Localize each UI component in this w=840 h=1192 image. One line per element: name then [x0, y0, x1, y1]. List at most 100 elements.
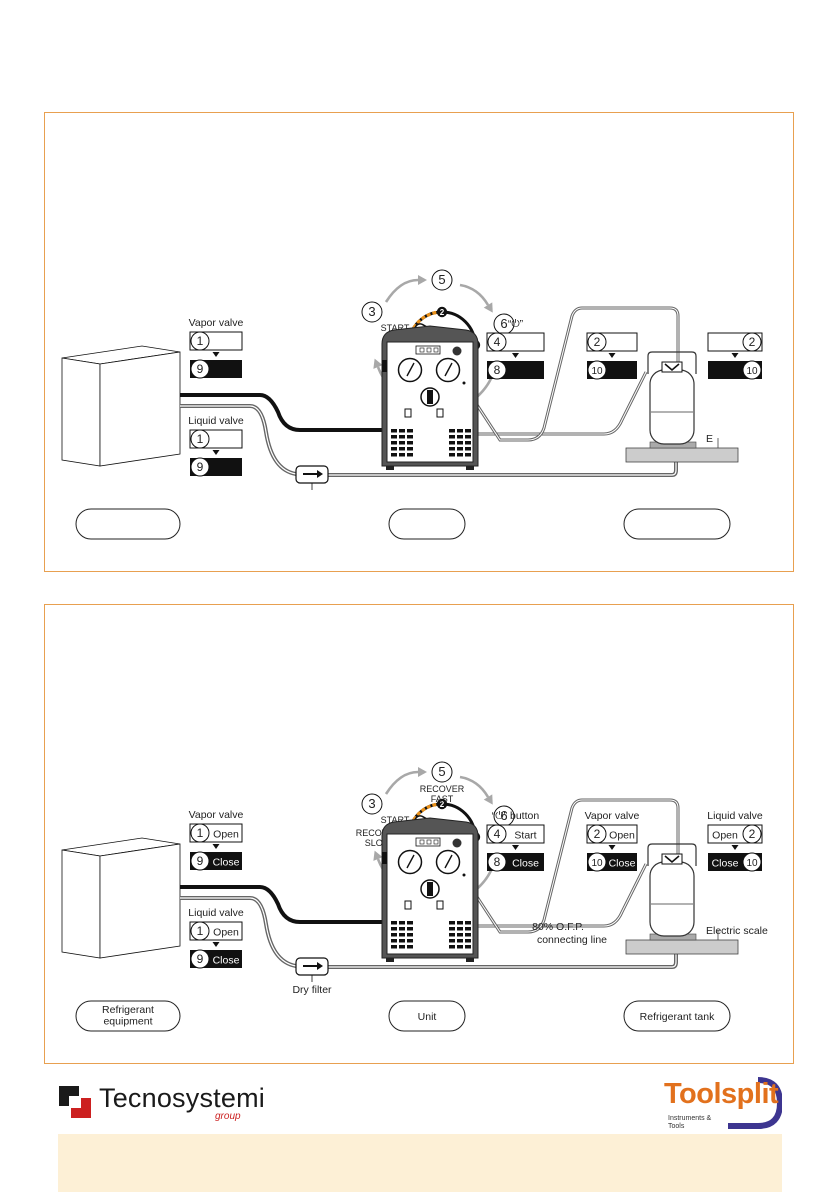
panel-top-unit-vent-left [399, 441, 405, 445]
panel-top-tank-body [649, 369, 695, 445]
panel-bottom-unit-vent-left [399, 933, 405, 937]
panel-top-unit-vent-left [391, 429, 397, 433]
panel-bottom-equipment-liquid-valve-close-step-circle [190, 949, 210, 969]
panel-top-unit-inlet-port [404, 408, 412, 418]
panel-top-tank-liquid-valve-close-step-number: 10 [746, 366, 758, 377]
panel-bottom-dial-step-top-number: 5 [438, 764, 445, 779]
panel-top-unit-power-button[interactable] [452, 346, 462, 356]
panel-bottom-tank-liquid-valve-arrow-icon [731, 845, 739, 850]
panel-top-unit-vent-right [465, 453, 471, 457]
panel-bottom-unit-vent-left [399, 939, 405, 943]
panel-top-electric-scale [625, 447, 739, 463]
panel-bottom-unit-screw [462, 873, 466, 877]
panel-top-tank-valve-icon[interactable] [664, 363, 680, 372]
panel-top-unit-vent-left [391, 441, 397, 445]
panel-bottom-unit-vent-right [449, 921, 455, 925]
panel-top-unit-to-tank-hose-inner [439, 371, 647, 435]
panel-bottom-equipment-left-face [61, 849, 101, 959]
panel-top-unit-vent-left [399, 447, 405, 451]
panel-top-equipment-front-face [99, 351, 181, 467]
panel-top-unit-vent-left [391, 435, 397, 439]
panel-bottom-unit-vent-right [465, 921, 471, 925]
panel-top-equipment-vapor-valve-close-step-circle [190, 359, 210, 379]
panel-bottom-line-label-2: connecting line [537, 934, 607, 946]
panel-top-tank-valve-body [661, 361, 683, 373]
panel-bottom-label-unit-pill [388, 1000, 466, 1032]
panel-bottom-tank-vapor-valve-arrow-icon [608, 845, 616, 850]
panel-bottom-unit-foot-left [386, 958, 394, 962]
panel-bottom-unit-vent-right [449, 939, 455, 943]
panel-bottom-dial-step-right-number: 6 [500, 808, 507, 823]
panel-top-dial-step-right-number: 6 [500, 316, 507, 331]
panel-top-unit-led-2 [433, 347, 439, 353]
toolsplit-tagline: Instruments & Tools [668, 1115, 712, 1130]
panel-bottom-unit-power-button[interactable] [452, 838, 462, 848]
panel-bottom-unit-vent-right [449, 933, 455, 937]
panel-top-unit-vent-right [449, 447, 455, 451]
panel-top-liquid-hose-inner [180, 405, 297, 475]
panel-bottom-equipment-liquid-valve-open-label: Open [213, 927, 239, 939]
panel-bottom-unit-vent-right [457, 921, 463, 925]
panel-bottom-unit-led-2 [433, 839, 439, 845]
panel-bottom-unit-vent-left [399, 921, 405, 925]
panel-bottom-dial-step-left-circle [361, 793, 383, 815]
panel-top-unit-screw [462, 381, 466, 385]
panel-top-dial-arrowhead-icon-1 [483, 302, 493, 313]
tecnosystemi-wordmark: Tecnosystemi [99, 1083, 265, 1113]
panel-top-unit-foot-right [466, 466, 474, 470]
panel-bottom-unit-power-open-step-number: 4 [494, 827, 501, 841]
panel-top-equipment-vapor-valve-close-step-number: 9 [197, 362, 204, 376]
panel-bottom-tank-liquid-valve-open-label: Open [712, 830, 738, 842]
panel-bottom-unit-side-tab [382, 852, 387, 864]
panel-top-dial-step-left-number: 3 [368, 304, 375, 319]
panel-bottom-tank-valve-icon[interactable] [664, 855, 680, 864]
panel-top-unit-led-1 [426, 347, 432, 353]
panel-bottom-dial-step-left-number: 3 [368, 796, 375, 811]
panel-bottom-tank-vapor-valve-open-label: Open [609, 830, 635, 842]
panel-bottom-liquid-hose-inner [180, 897, 297, 967]
panel-bottom-dial-position-dot-0 [436, 798, 448, 810]
panel-top-equipment-vapor-valve-open-step-number: 1 [197, 334, 204, 348]
panel-bottom-equipment-vapor-valve-close-label: Close [213, 857, 240, 869]
panel-bottom-unit-vent-right [465, 927, 471, 931]
panel-bottom-unit-vent-left [391, 933, 397, 937]
panel-top-unit-vent-right [449, 453, 455, 457]
panel-bottom-diagram: 21305673STARTOFFRECOVERFASTPURGERECOVERS… [61, 761, 768, 1032]
panel-bottom-tank-liquid-valve-open-step-circle [742, 824, 762, 844]
procedure-panel-top [44, 112, 794, 572]
panel-bottom-equipment-vapor-valve-close-step-circle [190, 851, 210, 871]
panel-bottom-unit-vent-right [465, 933, 471, 937]
panel-top-unit-vent-left [407, 435, 413, 439]
panel-bottom-tank-liquid-valve-close-step-circle [742, 852, 762, 872]
panel-bottom-tank-liquid-hose-inner [328, 866, 677, 968]
panel-bottom-equipment-vapor-valve-title: Vapor valve [189, 809, 244, 821]
panel-bottom-unit-to-tank-hose-inner [439, 863, 647, 927]
panel-bottom-vapor-hose [180, 885, 410, 924]
panel-bottom-unit-knob-grip [427, 882, 433, 896]
panel-bottom-unit-vent-left [391, 921, 397, 925]
panel-bottom-tank-body [649, 861, 695, 937]
panel-bottom-unit-vent-left [391, 939, 397, 943]
panel-bottom-equipment-vapor-valve-open-step-circle [190, 823, 210, 843]
panel-top-unit-power-open-step-circle [487, 332, 507, 352]
panel-bottom-unit-led-0 [419, 839, 425, 845]
panel-top-tank-liquid-valve-arrow-icon [731, 353, 739, 358]
panel-bottom-unit-led-1 [426, 839, 432, 845]
panel-top-tank-liquid-valve-open-step-number: 2 [749, 335, 756, 349]
panel-bottom-tank-liquid-hose-outer [328, 866, 678, 969]
panel-top-unit-vent-right [465, 441, 471, 445]
footer-band [58, 1134, 782, 1192]
panel-top-equipment-vapor-valve-open-step-circle [190, 331, 210, 351]
panel-top-dial-start-arc [407, 310, 443, 346]
panel-top-unit-vent-right [457, 447, 463, 451]
tecnosystemi-group-text: group [215, 1111, 241, 1122]
panel-top-equipment-liquid-valve-open-step-number: 1 [197, 432, 204, 446]
panel-bottom-dial-arrowhead-icon-0 [418, 767, 427, 777]
panel-top-tank-liquid-valve-close-step-circle [742, 360, 762, 380]
panel-top-unit-vent-right [457, 435, 463, 439]
panel-bottom-tank-vapor-valve-close-step-number: 10 [591, 858, 603, 869]
panel-bottom-arc-start-to-fast [384, 770, 419, 795]
panel-top-unit-power-close-step-circle [487, 360, 507, 380]
panel-bottom-line-label-1: 80% O.F.P. [532, 921, 584, 933]
